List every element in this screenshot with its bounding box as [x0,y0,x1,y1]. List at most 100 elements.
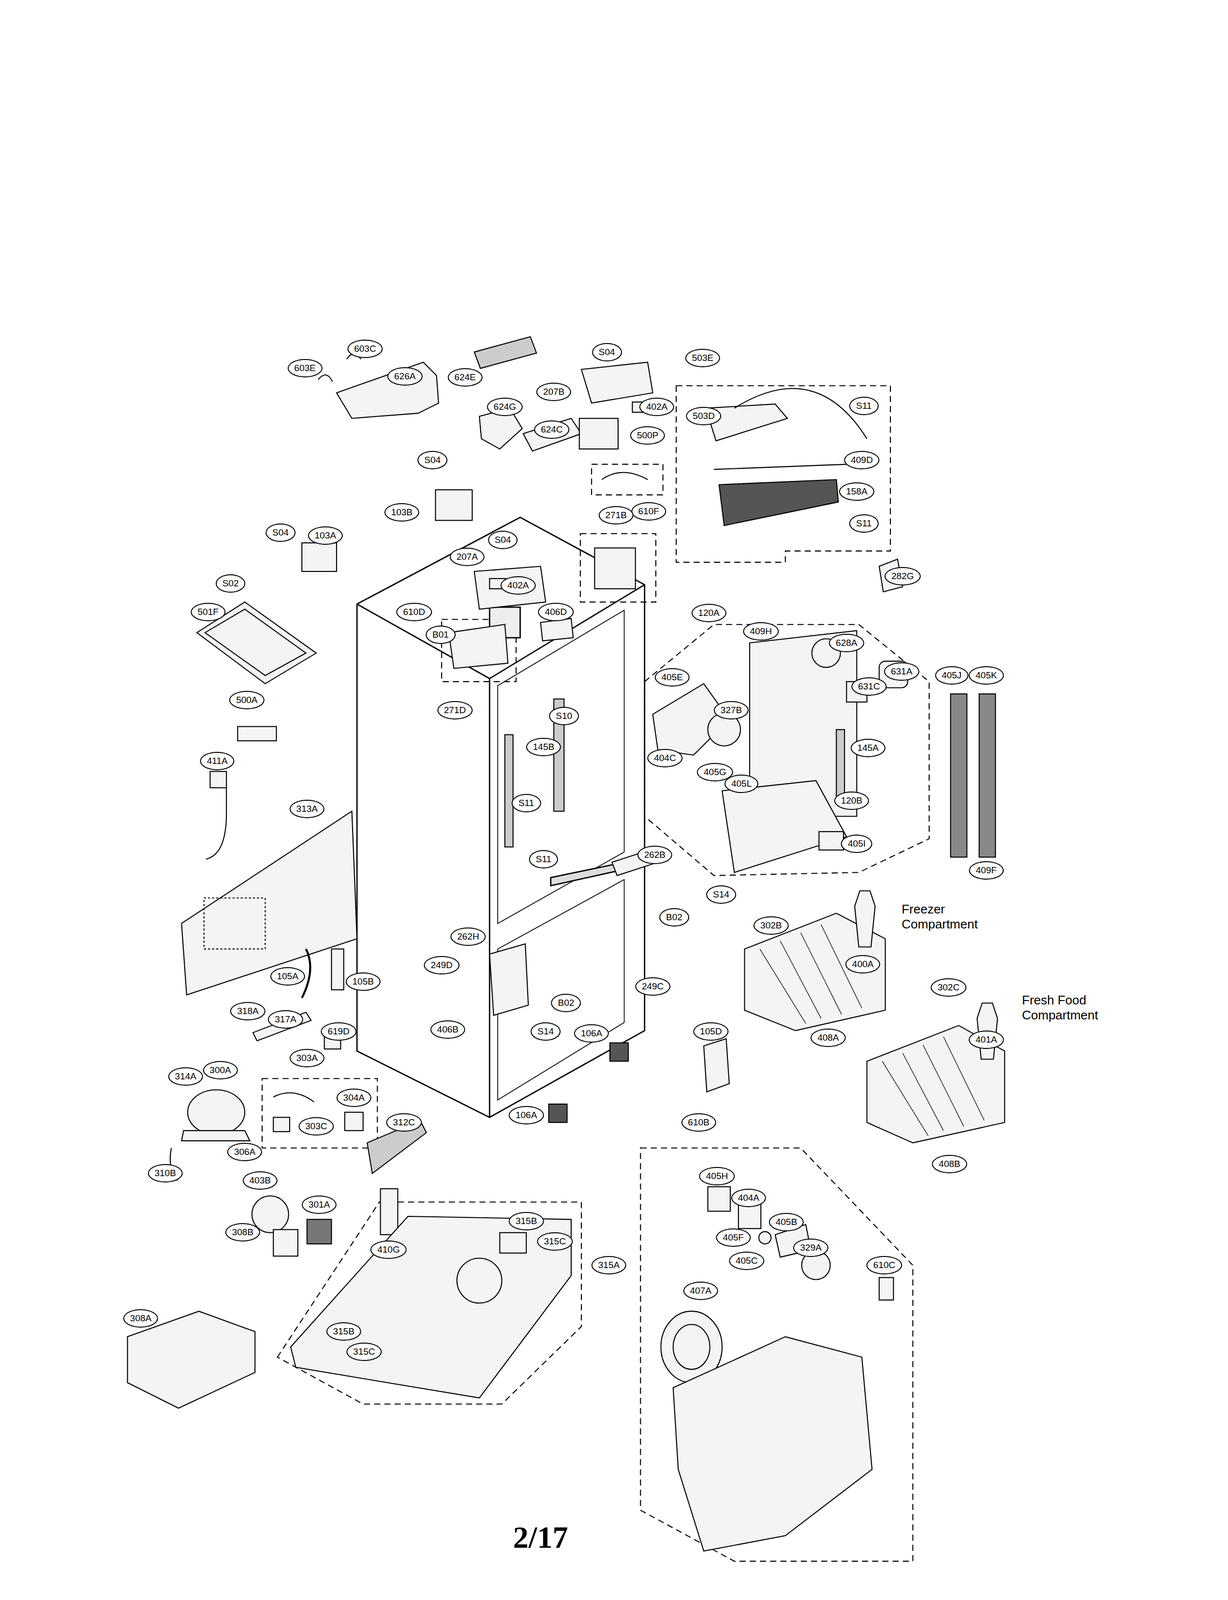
callout-number: 207B [536,382,572,401]
callout-number: S04 [488,530,518,549]
callout-number: 105D [693,1021,729,1041]
callout-number: 106A [574,1023,609,1043]
callout-number: 403B [242,1170,278,1190]
callout-number: 306A [227,1142,263,1161]
callout-number: S04 [417,450,448,470]
callout-number: 313A [289,799,325,818]
callout-number: B02 [659,907,690,927]
callout-number: S04 [265,523,296,542]
callout-number: 503D [685,406,722,426]
callout-number: 145A [850,738,886,757]
callout-number: 158A [839,482,874,501]
callout-number: S10 [548,706,579,725]
callout-number: 503E [685,348,721,368]
callout-number: 631C [851,677,887,696]
callout-number: 407A [683,1281,719,1300]
callout-number: 404A [731,1188,767,1207]
callout-number: 303C [298,1116,334,1136]
callout-number: B02 [550,993,581,1012]
callout-number: 314A [168,1066,204,1086]
callout-number: 315C [536,1231,573,1251]
callout-number: 405L [724,774,759,793]
part-drawings [127,336,1006,1551]
callout-number: 619D [320,1021,356,1041]
callout-number: 408A [810,1028,846,1047]
callout-number: 145B [526,737,562,756]
callout-number: 610C [866,1255,903,1274]
callout-number: 315C [346,1342,382,1361]
callout-number: S11 [529,849,559,869]
callout-number: S04 [591,342,622,362]
callout-number: 603E [287,358,323,378]
callout-number: 106A [508,1105,544,1125]
callout-number: 603C [347,339,383,358]
callout-number: 249C [635,976,671,996]
callout-number: 402A [639,397,675,416]
callout-number: 405H [699,1166,735,1185]
callout-number: 315B [508,1211,544,1230]
group-outline [262,385,930,1561]
callout-number: 624E [447,368,483,387]
compartment-label: Freezer Compartment [901,901,987,932]
callout-number: S02 [215,574,246,593]
callout-number: 626A [387,367,423,386]
callout-number: S11 [849,514,879,533]
callout-number: 405F [716,1228,751,1247]
page-number: 2/17 [513,1519,569,1555]
callout-number: 610B [680,1112,716,1132]
callout-number: 500P [630,426,666,445]
callout-number: S14 [706,885,737,904]
callout-number: 271D [437,700,473,720]
callout-number: 624C [533,420,570,439]
callout-number: 402A [500,576,536,595]
callout-number: 302C [930,977,966,997]
callout-number: 405E [654,667,690,687]
callout-number: 410G [370,1240,407,1259]
callout-number: 103B [384,503,420,522]
callout-number: 308B [225,1222,261,1242]
callout-number: 308A [123,1308,159,1328]
callout-number: 303A [289,1048,325,1067]
callout-number: 624G [487,397,523,416]
callout-number: 105B [345,972,381,991]
callout-number: S14 [530,1021,561,1041]
callout-number: 103A [308,526,343,545]
callout-number: 406B [430,1020,466,1039]
callout-number: 120B [834,791,870,810]
callout-number: 310B [147,1163,183,1183]
callout-number: 282G [884,566,921,586]
callout-number: 120A [691,603,726,622]
callout-number: 315B [325,1321,361,1341]
callout-number: 318A [230,1001,266,1021]
callout-number: 405K [968,665,1004,685]
callout-number: S11 [849,396,879,415]
callout-number: 312C [385,1112,422,1132]
callout-number: S11 [511,793,541,813]
callout-number: 405B [769,1212,804,1231]
compartment-label: Fresh Food Compartment [1021,992,1107,1023]
callout-number: 631A [884,662,919,681]
callout-number: 271B [598,505,634,525]
callout-number: 500A [229,690,265,710]
callout-number: 628A [828,633,864,652]
callout-number: 327B [713,700,749,720]
callout-number: 409H [742,621,779,641]
callout-number: 300A [202,1060,238,1080]
callout-number: 262H [450,927,486,946]
callout-number: 406D [538,602,574,622]
callout-number: 401A [968,1030,1004,1049]
callout-number: 405I [841,834,873,853]
callout-number: 207A [449,547,485,566]
callout-number: 301A [301,1195,337,1214]
cabinet [356,517,645,1117]
callout-number: 610D [396,602,432,622]
callout-number: 249D [423,955,459,975]
callout-number: 409D [843,450,880,470]
callout-number: 610F [631,502,666,521]
callout-number: 404C [647,748,683,768]
callout-number: 501F [191,602,226,622]
callout-number: 105A [269,966,305,986]
callout-number: 302B [753,916,789,935]
callout-number: 405J [934,665,969,685]
